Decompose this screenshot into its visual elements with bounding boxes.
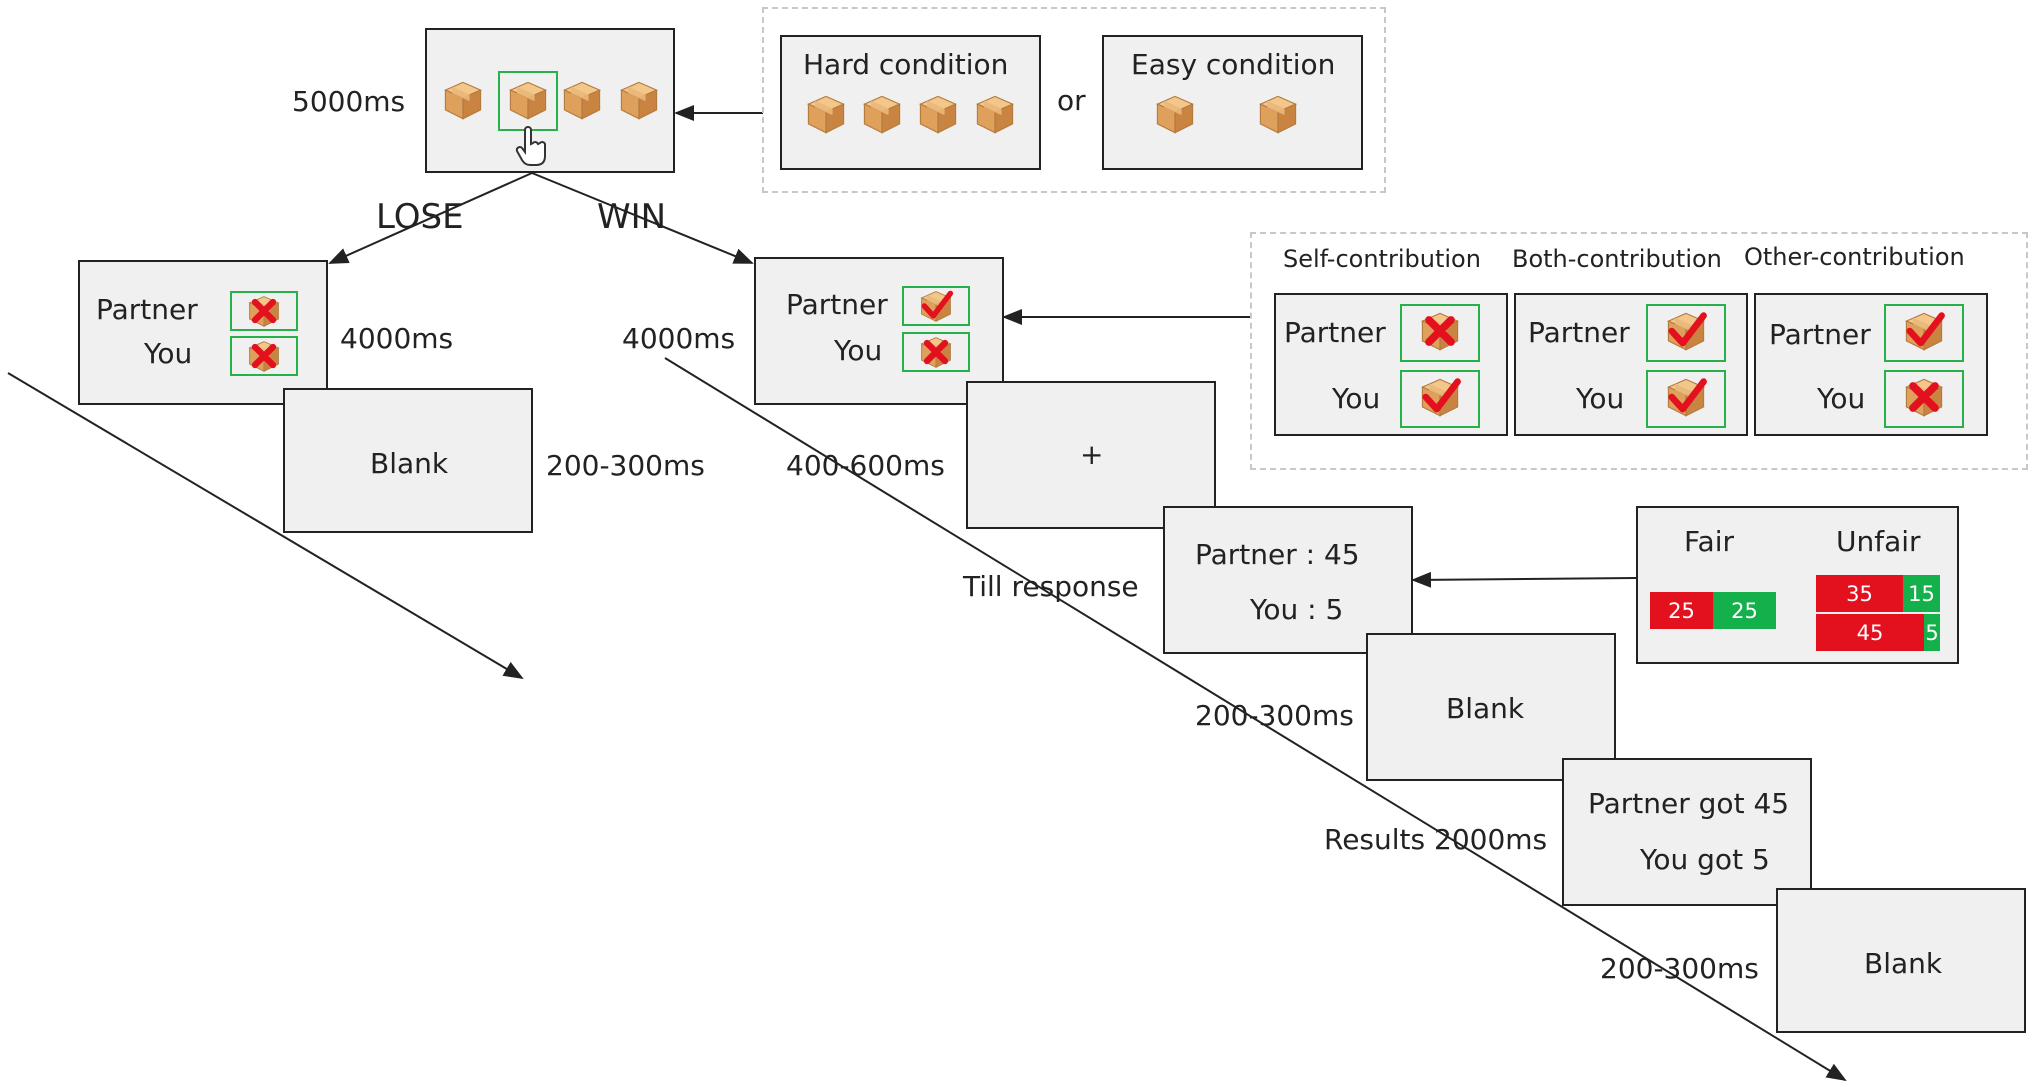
result-partner-text: Partner got 45	[1588, 787, 1790, 820]
lose-blank-duration: 200-300ms	[546, 449, 705, 482]
blank2-duration: 200-300ms	[1195, 699, 1354, 732]
partner-mark-frame	[1884, 304, 1964, 362]
box-icon	[1256, 92, 1300, 136]
unfair-35-you-bar: 15	[1903, 575, 1940, 612]
you-mark-frame	[1400, 370, 1480, 428]
partner-mark-frame	[902, 286, 970, 326]
box-icon	[617, 78, 661, 122]
check-icon	[1664, 375, 1708, 419]
hand-cursor-icon	[515, 126, 546, 166]
box-icon	[916, 92, 960, 136]
you-label: You	[1332, 382, 1381, 415]
you-mark-frame	[1646, 370, 1726, 428]
you-mark-frame	[902, 332, 970, 372]
lose-label: LOSE	[376, 197, 464, 237]
check-icon	[1902, 309, 1946, 353]
unfair-45-partner-bar: 45	[1816, 614, 1924, 651]
fixation-cross: +	[1080, 438, 1104, 471]
partner-mark-frame	[1646, 304, 1726, 362]
result-you-text: You got 5	[1640, 843, 1770, 876]
partner-label: Partner	[1769, 318, 1871, 351]
partner-label: Partner	[1528, 316, 1630, 349]
cross-icon	[1902, 375, 1946, 419]
box-icon	[441, 78, 485, 122]
fixation-screen: +	[966, 381, 1216, 529]
lose-blank-screen: Blank	[283, 388, 533, 533]
box-icon	[860, 92, 904, 136]
offer-you-text: You : 5	[1250, 593, 1344, 626]
both-contribution-label: Both-contribution	[1512, 245, 1722, 273]
unfair-35-partner-bar: 35	[1816, 575, 1903, 612]
box-icon	[804, 92, 848, 136]
unfair-45-you-bar: 5	[1924, 614, 1940, 651]
check-icon	[1664, 309, 1708, 353]
offer-partner-text: Partner : 45	[1195, 538, 1360, 571]
hard-condition-box: Hard condition	[780, 35, 1041, 170]
fair-partner-bar: 25	[1650, 592, 1713, 629]
you-mark-frame	[230, 336, 298, 376]
choice-duration: 5000ms	[292, 85, 406, 118]
offer-arrow	[1411, 571, 1637, 588]
win-label: WIN	[597, 197, 667, 237]
choice-screen	[425, 28, 675, 173]
condition-panel	[762, 7, 1386, 193]
self-contribution-box: Partner You	[1274, 293, 1508, 436]
unfair-label: Unfair	[1836, 525, 1921, 558]
cross-icon	[246, 338, 282, 374]
you-label: You	[144, 337, 193, 370]
you-mark-frame	[1884, 370, 1964, 428]
win-timeline-arrow	[664, 357, 1847, 1082]
box-icon	[1153, 92, 1197, 136]
win-feedback-screen: Partner You	[754, 257, 1004, 405]
results-screen: Partner got 45 You got 5	[1562, 758, 1812, 906]
partner-label: Partner	[96, 293, 198, 326]
box-icon	[560, 78, 604, 122]
fair-you-bar: 25	[1713, 592, 1776, 629]
offer-types-box: Fair Unfair 25 25 35 15 45 5	[1636, 506, 1959, 664]
lose-feedback-screen: Partner You	[78, 260, 328, 405]
blank3-screen: Blank	[1776, 888, 2026, 1033]
results-duration: Results 2000ms	[1324, 823, 1548, 856]
check-icon	[1418, 375, 1462, 419]
box-icon[interactable]	[506, 78, 550, 122]
partner-label: Partner	[1284, 316, 1386, 349]
win-branch-arrow	[531, 172, 754, 264]
offer-duration: Till response	[963, 570, 1139, 603]
check-icon	[918, 288, 954, 324]
box-icon	[973, 92, 1017, 136]
blank3-duration: 200-300ms	[1600, 952, 1759, 985]
easy-condition-label: Easy condition	[1131, 48, 1336, 81]
other-contribution-label: Other-contribution	[1744, 243, 1965, 271]
cross-icon	[1418, 309, 1462, 353]
blank-label: Blank	[370, 447, 449, 480]
lose-timeline-arrow	[7, 372, 524, 680]
cross-icon	[918, 334, 954, 370]
blank2-screen: Blank	[1366, 633, 1616, 781]
fixation-duration: 400-600ms	[786, 449, 945, 482]
lose-branch-arrow	[328, 172, 533, 264]
partner-mark-frame	[230, 291, 298, 331]
win-feedback-duration: 4000ms	[622, 322, 736, 355]
contribution-panel	[1250, 232, 2028, 470]
hard-condition-label: Hard condition	[803, 48, 1009, 81]
blank-label: Blank	[1864, 947, 1943, 980]
you-label: You	[1576, 382, 1625, 415]
you-label: You	[834, 334, 883, 367]
you-label: You	[1817, 382, 1866, 415]
partner-mark-frame	[1400, 304, 1480, 362]
other-contribution-box: Partner You	[1754, 293, 1988, 436]
partner-label: Partner	[786, 288, 888, 321]
cross-icon	[246, 293, 282, 329]
lose-feedback-duration: 4000ms	[340, 322, 454, 355]
offer-screen: Partner : 45 You : 5	[1163, 506, 1413, 654]
or-label: or	[1057, 84, 1086, 117]
blank-label: Blank	[1446, 692, 1525, 725]
self-contribution-label: Self-contribution	[1283, 245, 1481, 273]
fair-label: Fair	[1684, 525, 1734, 558]
both-contribution-box: Partner You	[1514, 293, 1748, 436]
easy-condition-box: Easy condition	[1102, 35, 1363, 170]
